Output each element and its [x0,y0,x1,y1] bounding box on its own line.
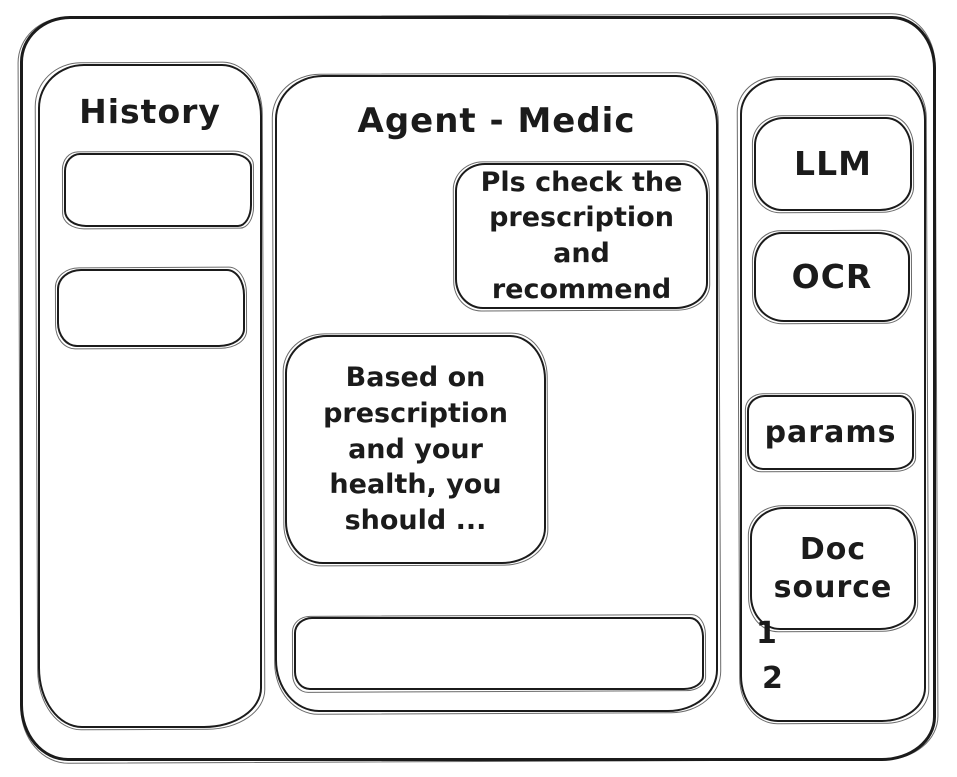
chat-input-box[interactable] [294,617,704,690]
chat-input[interactable] [310,625,688,682]
doc-source-item[interactable]: 2 [762,661,783,696]
app-window-frame [20,16,936,761]
history-panel-title: History [79,92,221,131]
chat-panel: Agent - Medic Pls check the prescription… [275,75,718,712]
llm-button[interactable]: LLM [754,117,912,211]
doc-source-button[interactable]: Doc source [750,507,916,630]
history-panel: History [38,64,262,728]
tools-panel: LLM OCR params Doc source 1 2 [740,78,926,722]
history-item[interactable] [57,269,245,347]
history-item[interactable] [64,153,252,227]
user-message-bubble: Pls check the prescription and recommend [455,163,708,309]
assistant-message-bubble: Based on prescription and your health, y… [285,335,546,564]
chat-panel-title: Agent - Medic [357,101,636,141]
ocr-button[interactable]: OCR [754,232,910,322]
params-button[interactable]: params [747,395,914,470]
doc-source-item[interactable]: 1 [756,616,777,651]
